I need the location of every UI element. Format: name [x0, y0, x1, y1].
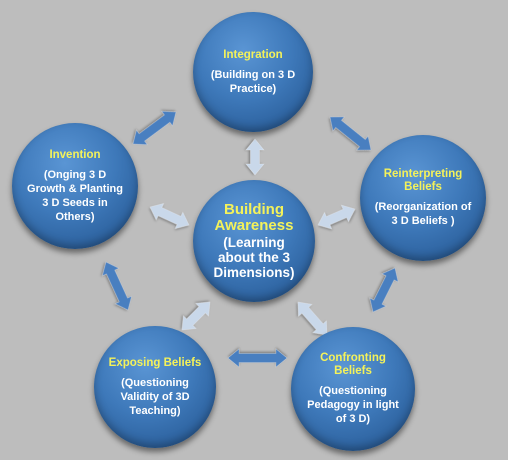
arrow-confronting-exposing-icon [227, 348, 288, 368]
arrow-reinterpreting-confronting-icon [369, 267, 399, 313]
node-building-awareness: Building Awareness (Learning about the 3… [193, 180, 315, 302]
reinterpreting-title: Reinterpreting Beliefs [383, 168, 463, 193]
confronting-title: Confronting Beliefs [320, 352, 386, 377]
center-title: Building Awareness [214, 201, 294, 234]
exposing-subtitle: (Questioning Validity of 3D Teaching) [120, 376, 190, 417]
node-confronting: Confronting Beliefs (Questioning Pedagog… [291, 327, 415, 451]
arrow-integration-reinterpreting-icon [329, 116, 372, 151]
invention-subtitle: (Onging 3 D Growth & Planting 3 D Seeds … [27, 168, 123, 223]
exposing-title: Exposing Beliefs [108, 356, 202, 369]
arrow-center-invention-icon [149, 202, 190, 230]
arrow-center-integration-icon [245, 138, 265, 176]
center-subtitle: (Learning about the 3 Dimensions) [213, 235, 295, 280]
arrow-exposing-invention-icon [101, 261, 133, 311]
arrow-center-exposing-icon [181, 301, 211, 331]
arrow-center-reinterpreting-icon [317, 204, 356, 230]
invention-title: Invention [49, 148, 101, 161]
arrow-integration-invention-icon [132, 111, 177, 145]
node-invention: Invention (Onging 3 D Growth & Planting … [12, 123, 138, 249]
node-exposing: Exposing Beliefs (Questioning Validity o… [94, 326, 216, 448]
node-integration: Integration (Building on 3 D Practice) [193, 12, 313, 132]
confronting-subtitle: (Questioning Pedagogy in light of 3 D) [307, 385, 399, 425]
integration-title: Integration [223, 48, 283, 61]
node-reinterpreting: Reinterpreting Beliefs (Reorganization o… [360, 135, 486, 261]
reinterpreting-subtitle: (Reorganization of 3 D Beliefs ) [374, 201, 472, 227]
integration-subtitle: (Building on 3 D Practice) [210, 68, 296, 95]
